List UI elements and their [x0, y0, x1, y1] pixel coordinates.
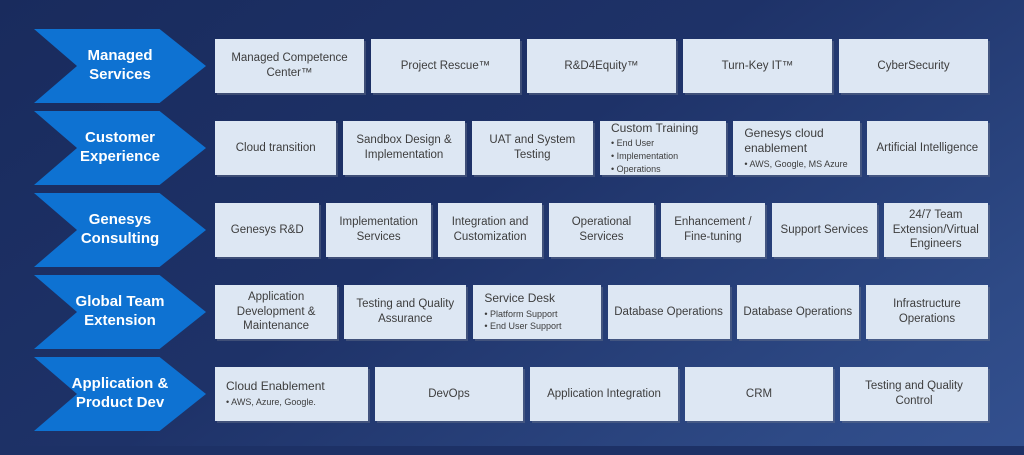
category-label: Customer Experience — [79, 129, 161, 165]
service-box: R&D4Equity™ — [527, 39, 676, 93]
category-arrow: Genesys Consulting — [34, 193, 206, 267]
category-label: Application & Product Dev — [71, 375, 169, 411]
service-box-title: Sandbox Design & Implementation — [356, 134, 452, 161]
bottom-strip — [0, 446, 1024, 455]
service-box: Database Operations — [607, 285, 730, 339]
category-arrow: Application & Product Dev — [34, 357, 206, 431]
service-box: Support Services — [772, 203, 877, 257]
service-box-title: Project Rescue™ — [400, 59, 491, 72]
service-box: Project Rescue™ — [371, 39, 520, 93]
service-box: Testing and Quality Assurance — [344, 285, 467, 339]
service-box: Testing and Quality Control — [840, 367, 988, 421]
service-box-group: Cloud transition Sandbox Design & Impleme… — [215, 121, 988, 175]
service-box-title: Turn-Key IT™ — [721, 59, 794, 72]
category-arrow: Managed Services — [34, 29, 206, 103]
service-row: Genesys Consulting Genesys R&D Implementa… — [0, 189, 1024, 271]
service-box-bullet: End User Support — [484, 320, 562, 333]
service-box-title: R&D4Equity™ — [564, 59, 639, 72]
service-box: DevOps — [375, 367, 523, 421]
service-box: Application Integration — [530, 367, 678, 421]
service-box-title: Testing and Quality Control — [865, 380, 963, 407]
service-box: Genesys R&D — [215, 203, 320, 257]
service-box: Implementation Services — [326, 203, 431, 257]
service-box-title: CRM — [745, 387, 773, 400]
service-box-title: Genesys cloud enablement — [744, 125, 824, 156]
service-box-title: Artificial Intelligence — [876, 141, 979, 154]
service-box: Cloud EnablementAWS, Azure, Google. — [215, 367, 368, 421]
service-box-bullet: Operations — [611, 163, 661, 176]
service-box-title: Managed Competence Center™ — [231, 52, 348, 79]
category-label: Managed Services — [87, 47, 153, 83]
service-box-title: Application Integration — [547, 387, 661, 400]
service-box-title: Cloud Enablement — [226, 379, 325, 394]
service-box: UAT and System Testing — [471, 121, 593, 175]
service-box-title: Integration and Customization — [451, 216, 529, 243]
service-box: Enhancement / Fine-tuning — [660, 203, 766, 257]
category-arrow: Customer Experience — [34, 111, 206, 185]
service-box-bullet: AWS, Google, MS Azure — [744, 158, 847, 171]
service-box-group: Cloud EnablementAWS, Azure, Google. DevOp… — [215, 367, 988, 421]
service-box-group: Application Development & Maintenance Tes… — [215, 285, 989, 339]
service-box-title: Infrastructure Operations — [893, 298, 961, 325]
service-box-title: Custom Training — [610, 120, 699, 135]
service-box: CyberSecurity — [839, 39, 988, 93]
service-box-title: Support Services — [780, 223, 869, 236]
service-box: 24/7 Team Extension/Virtual Engineers — [883, 203, 988, 257]
service-box-title: Database Operations — [743, 305, 853, 318]
service-box-title: Implementation Services — [339, 216, 418, 243]
service-box-title: CyberSecurity — [877, 59, 950, 72]
service-row: Customer Experience Cloud transition Sand… — [0, 107, 1024, 189]
service-box-bullet: Implementation — [611, 150, 679, 163]
service-box-group: Genesys R&D Implementation Services Integr… — [215, 203, 988, 257]
service-box: Sandbox Design & Implementation — [343, 121, 465, 175]
service-box-title: Service Desk — [484, 291, 556, 306]
service-box: Service DeskPlatform SupportEnd User Sup… — [473, 285, 601, 339]
service-box: CRM — [685, 367, 833, 421]
service-box-title: 24/7 Team Extension/Virtual Engineers — [892, 208, 979, 251]
service-box-title: DevOps — [428, 387, 470, 400]
service-box: Integration and Customization — [437, 203, 543, 257]
category-arrow: Global Team Extension — [34, 275, 206, 349]
service-box: Managed Competence Center™ — [215, 39, 364, 93]
service-box: Application Development & Maintenance — [215, 285, 338, 339]
service-box: Artificial Intelligence — [866, 121, 988, 175]
service-box-bullet: End User — [611, 137, 655, 150]
category-label: Global Team Extension — [75, 293, 165, 329]
service-box-title: Application Development & Maintenance — [236, 290, 316, 333]
service-box-title: Genesys R&D — [230, 223, 304, 236]
service-row: Global Team Extension Application Develo… — [0, 271, 1024, 353]
service-box-title: Testing and Quality Assurance — [356, 298, 455, 325]
service-box: Operational Services — [549, 203, 654, 257]
service-box-bullet: Platform Support — [484, 308, 558, 321]
service-box-group: Managed Competence Center™ Project Rescue… — [215, 39, 988, 93]
service-box-title: Database Operations — [614, 305, 723, 318]
service-box-title: Enhancement / Fine-tuning — [674, 216, 752, 243]
service-box: Custom TrainingEnd UserImplementationOpe… — [599, 120, 727, 176]
service-box: Infrastructure Operations — [865, 285, 989, 339]
service-box-title: UAT and System Testing — [489, 134, 576, 161]
service-box-title: Operational Services — [571, 216, 632, 243]
service-box-bullet: AWS, Azure, Google. — [226, 396, 316, 409]
service-box: Cloud transition — [215, 121, 337, 175]
service-box: Genesys cloud enablementAWS, Google, MS … — [733, 121, 860, 175]
service-box: Database Operations — [736, 285, 859, 339]
category-label: Genesys Consulting — [80, 211, 160, 247]
service-box-title: Cloud transition — [235, 141, 316, 154]
service-box: Turn-Key IT™ — [683, 39, 832, 93]
service-row: Managed Services Managed Competence Cent… — [0, 25, 1024, 107]
service-row: Application & Product Dev Cloud Enableme… — [0, 353, 1024, 435]
